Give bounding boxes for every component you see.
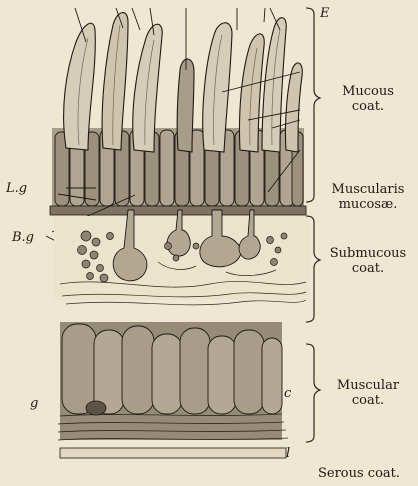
ganglion-cell [86, 401, 106, 415]
label-Bg: B.g [12, 230, 34, 245]
muscle-bundles [62, 324, 282, 414]
label-Lg: L.g [6, 181, 27, 196]
muscular-layer [58, 322, 288, 458]
submucous-layer [54, 210, 310, 305]
label-muscular-coat: Muscular coat. [318, 378, 418, 408]
label-mucous-coat: Mucous coat. [318, 84, 418, 114]
label-l: l [286, 446, 290, 461]
label-c: c [284, 386, 291, 401]
label-E: E [320, 6, 330, 21]
label-serous-coat: Serous coat. [300, 466, 418, 481]
label-muscularis-mucosae: Muscularis mucosæ. [318, 182, 418, 212]
label-g: g [30, 396, 38, 411]
serous-band [60, 448, 286, 458]
label-submucous-coat: Submucous coat. [318, 246, 418, 276]
